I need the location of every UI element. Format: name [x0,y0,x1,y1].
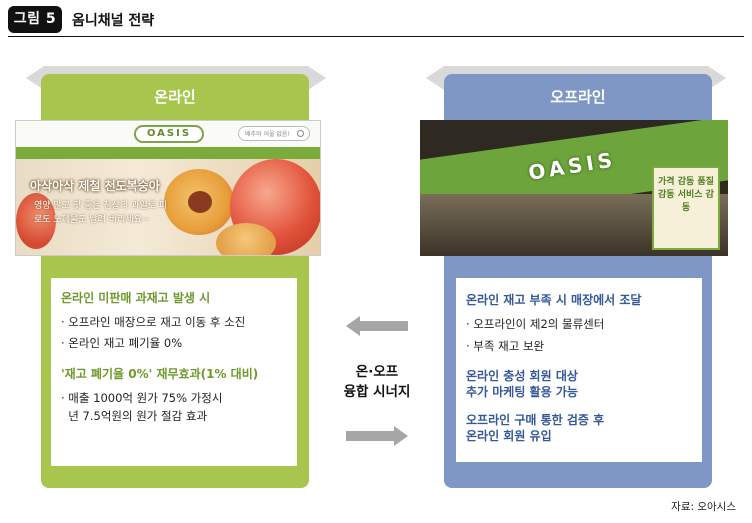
offline-title-1: 온라인 재고 부족 시 매장에서 조달 [466,293,642,307]
arrow-right-icon [346,426,408,446]
web-nav-bar [16,147,320,159]
header-divider [8,36,744,37]
offline-title-3b: 온라인 회원 유입 [466,429,552,443]
offline-benefits-box: 온라인 재고 부족 시 매장에서 조달 · 오프라인이 제2의 물류센터 · 부… [456,278,702,462]
online-bullet-3: · 매출 1000억 원가 75% 가정시 [61,391,223,405]
peach-half-image [164,169,234,235]
online-benefits-box: 온라인 미판매 과재고 발생 시 · 오프라인 매장으로 재고 이동 후 소진 … [51,278,297,466]
online-label: 온라인 [154,88,196,106]
figure-badge: 그림 5 [8,6,62,33]
web-search-box: 배추와 어울 없음! [238,126,310,141]
online-mall-screenshot: OASIS 배추와 어울 없음! 아삭아삭 제철 천도복숭아 영양 많고 맛 좋… [15,120,321,256]
peach-image [16,193,56,249]
offline-title-2a: 온라인 충성 회원 대상 [466,369,578,383]
source-note: 자료: 오아시스 [671,501,736,513]
synergy-line-1: 온·오프 [355,364,399,380]
synergy-label: 온·오프 융합 시너지 [322,362,432,402]
offline-bullet-1: · 오프라인이 제2의 물류센터 [466,317,605,331]
offline-store-photo: OASIS 가격 감동 품질 감동 서비스 감동 [420,120,728,256]
web-search-placeholder: 배추와 어울 없음! [245,131,290,138]
online-title-2: '재고 폐기율 0%' 재무효과(1% 대비) [61,367,259,381]
store-promo-sign: 가격 감동 품질 감동 서비스 감동 [652,166,720,250]
synergy-line-2: 융합 시너지 [343,384,411,400]
oasis-logo: OASIS [134,125,204,143]
offline-bullet-2: · 부족 재고 보완 [466,339,545,353]
offline-title-3a: 오프라인 구매 통한 검증 후 [466,413,605,427]
peach-half-image [216,223,276,255]
search-icon [297,130,304,137]
hero-title: 아삭아삭 제철 천도복숭아 [30,179,160,193]
web-header: OASIS 배추와 어울 없음! [16,121,320,147]
store-promo-text: 가격 감동 품질 감동 서비스 감동 [658,177,714,213]
arrow-left-icon [346,316,408,336]
online-bullet-1: · 오프라인 매장으로 재고 이동 후 소진 [61,315,246,329]
online-bullet-2: · 온라인 재고 폐기율 0% [61,336,183,350]
offline-title-2b: 추가 마케팅 활용 가능 [466,385,578,399]
figure-title: 옴니채널 전략 [72,13,155,29]
online-bullet-4: 년 7.5억원의 원가 절감 효과 [61,409,208,423]
online-title-1: 온라인 미판매 과재고 발생 시 [61,291,211,305]
hero-subtitle: 영양 많고 맛 좋은 천상의 과일로 피로도 노폐물도 날려 버리세요~ [34,201,168,225]
offline-label: 오프라인 [550,88,606,106]
web-hero-banner: 아삭아삭 제철 천도복숭아 영양 많고 맛 좋은 천상의 과일로 피로도 노폐물… [16,159,320,255]
